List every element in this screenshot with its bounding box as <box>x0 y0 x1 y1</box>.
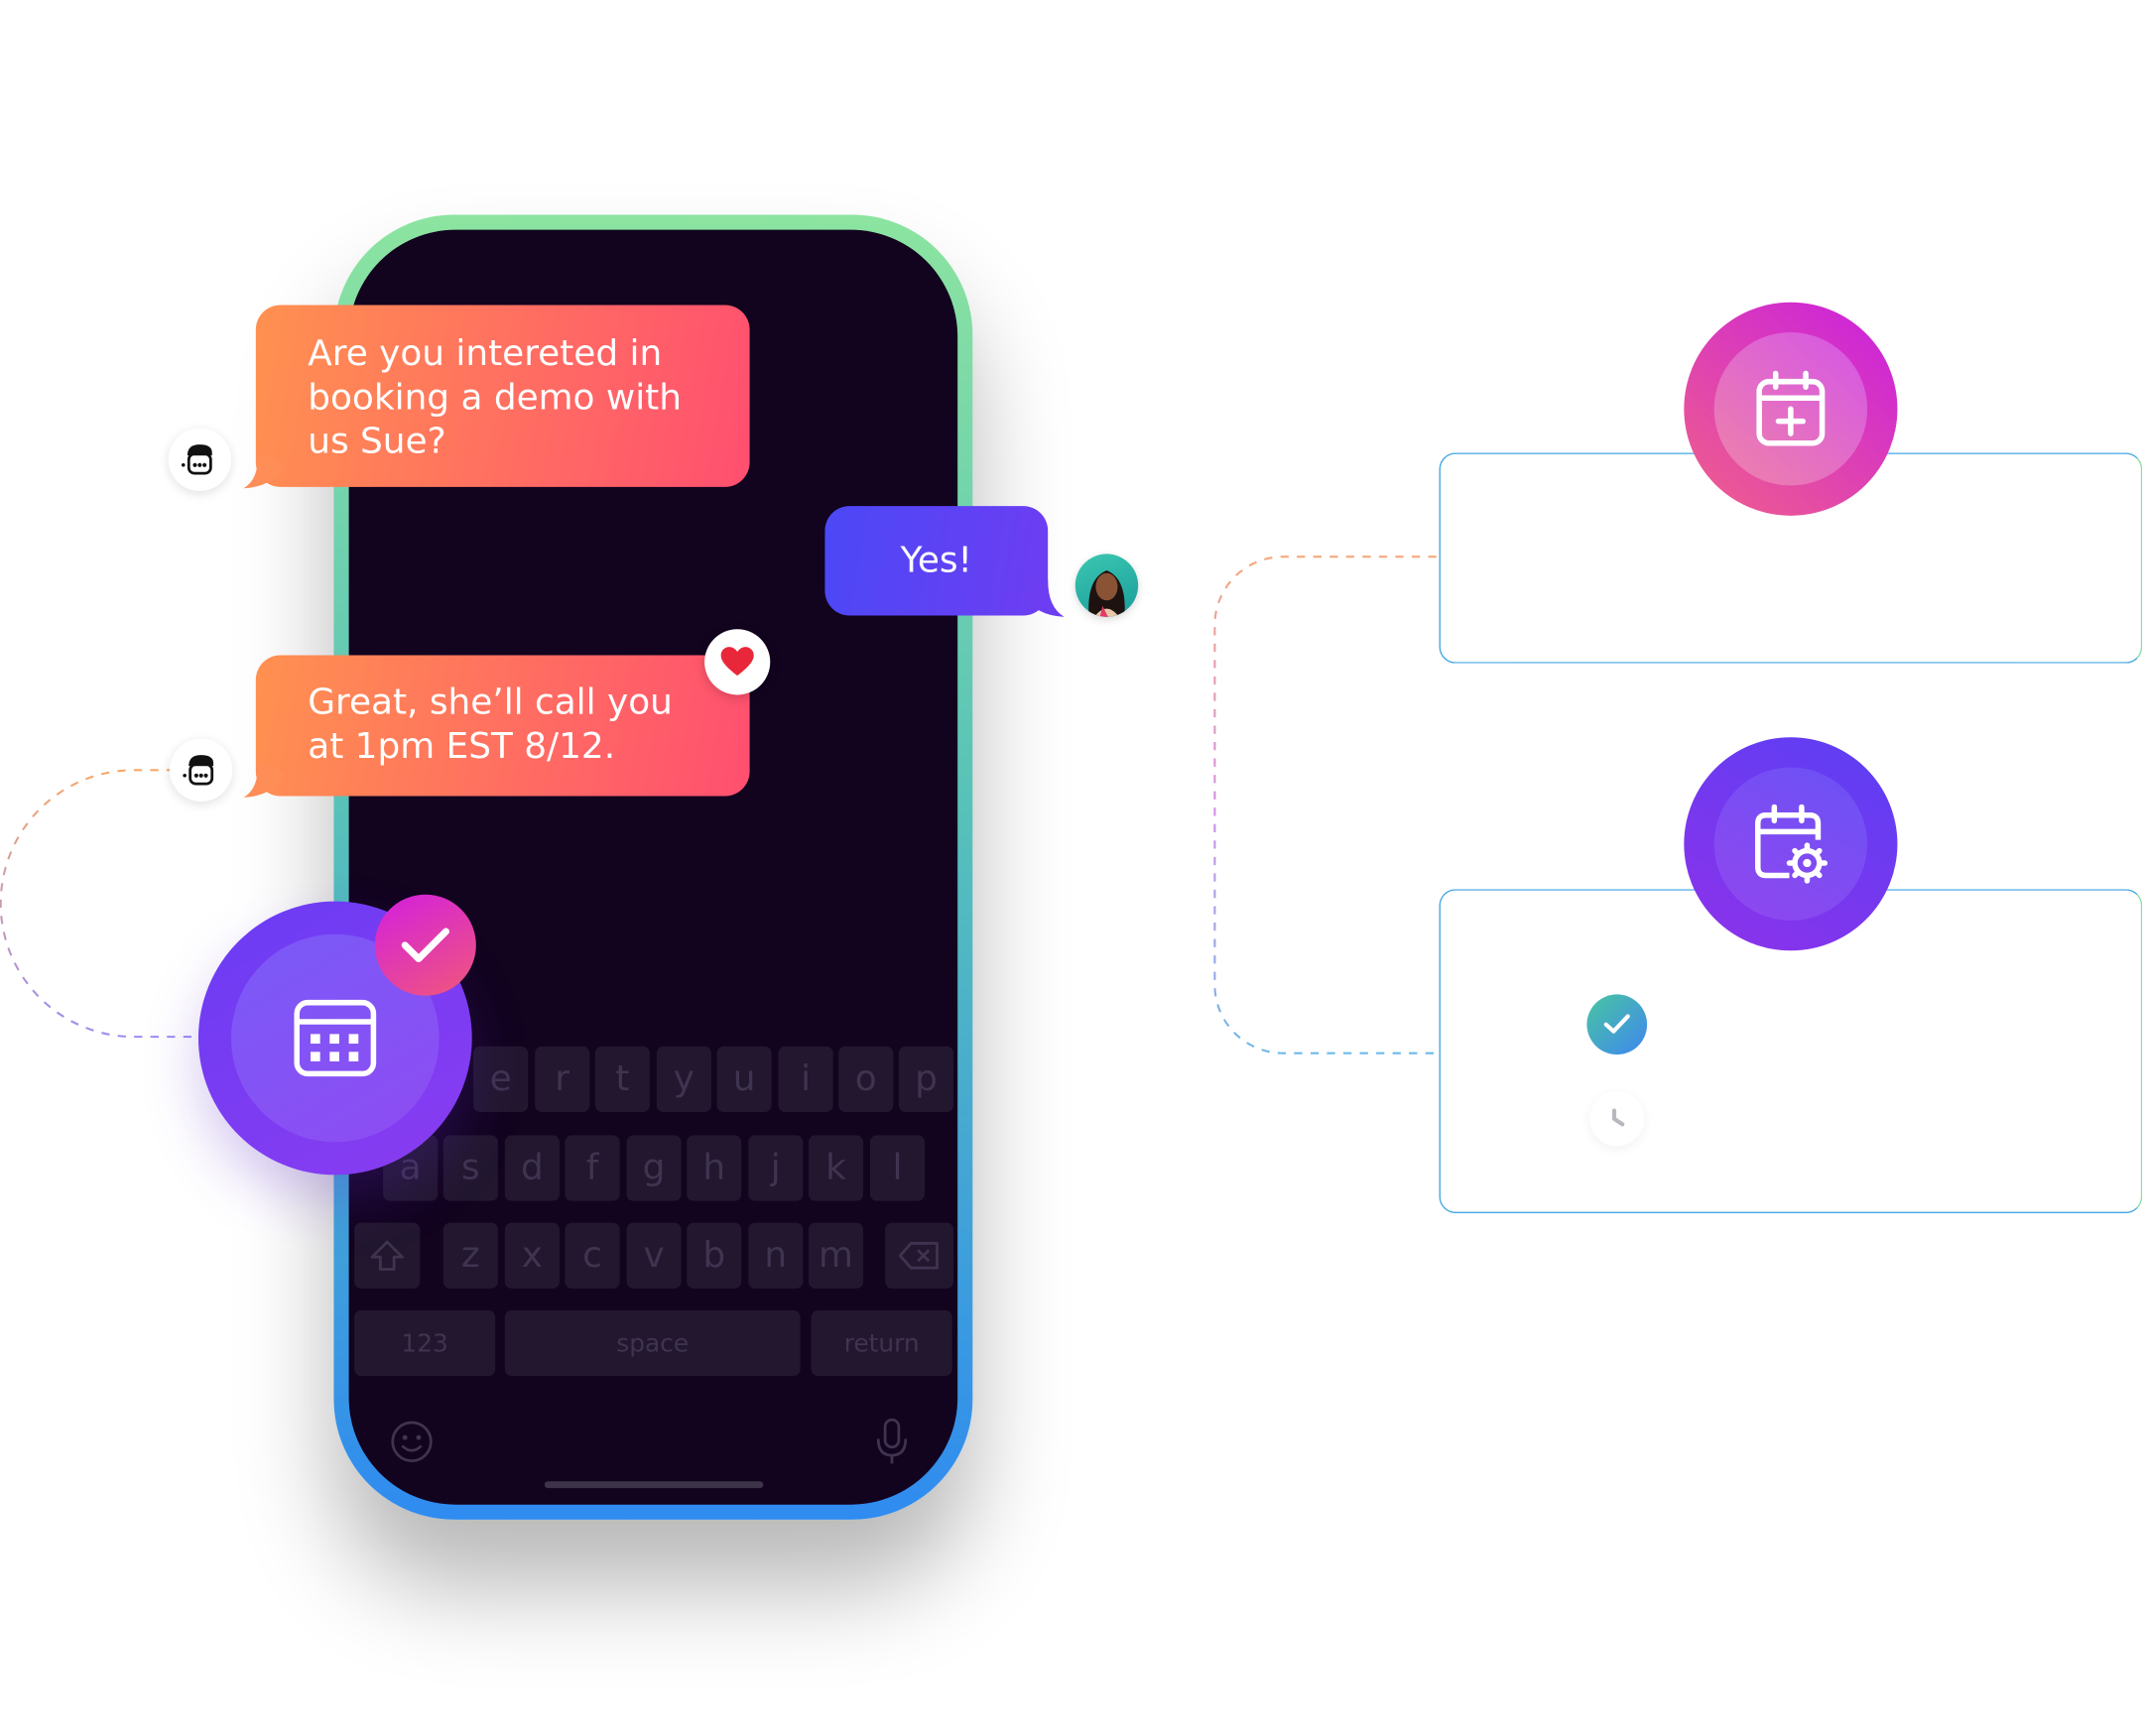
bubble-tail <box>243 451 285 489</box>
key[interactable]: t <box>594 1046 650 1112</box>
key[interactable]: h <box>687 1135 742 1201</box>
key[interactable]: b <box>687 1222 742 1289</box>
message-line: us Sue? <box>308 421 446 463</box>
emoji-icon <box>391 1421 433 1462</box>
user-photo-icon <box>1088 569 1125 617</box>
key[interactable]: r <box>535 1046 590 1112</box>
home-indicator[interactable] <box>544 1481 764 1489</box>
key[interactable]: l <box>869 1135 926 1201</box>
user-avatar <box>1074 554 1139 617</box>
message-line: Great, she’ll call you <box>308 682 673 724</box>
key[interactable]: o <box>838 1046 894 1112</box>
bubble-tail <box>243 760 285 798</box>
calendar-add-badge[interactable] <box>1684 302 1898 516</box>
bot-avatar <box>168 428 232 491</box>
bot-message-bubble: Are you intereted in booking a demo with… <box>255 305 750 487</box>
key[interactable]: i <box>778 1046 833 1112</box>
bot-message-bubble: Great, she’ll call you at 1pm EST 8/12. <box>255 655 750 797</box>
backspace-icon <box>898 1241 939 1270</box>
message-line: Are you intereted in <box>308 333 663 375</box>
calendar-icon <box>294 999 377 1077</box>
bubble-tail <box>1023 579 1065 617</box>
microphone-icon <box>876 1418 908 1464</box>
calendar-add-inner-circle <box>1713 332 1868 486</box>
key[interactable]: k <box>808 1135 864 1201</box>
calendar-settings-inner-circle <box>1713 767 1868 921</box>
key[interactable]: s <box>442 1135 498 1201</box>
key[interactable]: d <box>504 1135 560 1201</box>
key[interactable]: u <box>716 1046 772 1112</box>
key[interactable]: v <box>626 1222 682 1289</box>
calendar-gear-icon <box>1755 804 1829 884</box>
key[interactable]: m <box>808 1222 864 1289</box>
status-pending-icon <box>1589 1091 1645 1147</box>
numbers-key[interactable]: 123 <box>354 1309 496 1377</box>
key[interactable]: c <box>565 1222 620 1289</box>
key[interactable]: g <box>626 1135 682 1201</box>
backspace-key[interactable] <box>885 1222 954 1289</box>
bot-avatar <box>169 738 233 802</box>
heart-icon <box>720 647 754 677</box>
robot-face-icon <box>181 444 212 475</box>
status-check-icon <box>1586 994 1648 1055</box>
message-text: Yes! <box>900 540 972 582</box>
return-key[interactable]: return <box>811 1309 952 1377</box>
key[interactable]: f <box>565 1135 620 1201</box>
key[interactable]: z <box>442 1222 498 1289</box>
mic-button[interactable] <box>874 1417 910 1471</box>
key[interactable]: n <box>748 1222 804 1289</box>
emoji-button[interactable] <box>390 1420 434 1469</box>
shift-icon <box>370 1240 404 1271</box>
key[interactable]: y <box>656 1046 711 1112</box>
calendar-booking-badge[interactable] <box>197 901 472 1176</box>
message-line: booking a demo with <box>308 377 682 419</box>
reaction-badge[interactable] <box>704 629 771 695</box>
message-line: at 1pm EST 8/12. <box>308 726 616 768</box>
space-key[interactable]: space <box>504 1309 801 1377</box>
user-message-bubble: Yes! <box>824 506 1049 616</box>
clock-icon <box>1611 1108 1625 1127</box>
check-icon <box>1603 1014 1630 1034</box>
robot-face-icon <box>183 755 214 786</box>
key[interactable]: p <box>898 1046 954 1112</box>
key[interactable]: x <box>504 1222 560 1289</box>
check-icon <box>401 928 449 963</box>
calendar-plus-icon <box>1756 370 1826 446</box>
key[interactable]: j <box>748 1135 804 1201</box>
key[interactable]: e <box>473 1046 529 1112</box>
calendar-settings-badge[interactable] <box>1684 737 1898 951</box>
confirmed-check-badge <box>374 894 476 996</box>
shift-key[interactable] <box>354 1222 421 1289</box>
